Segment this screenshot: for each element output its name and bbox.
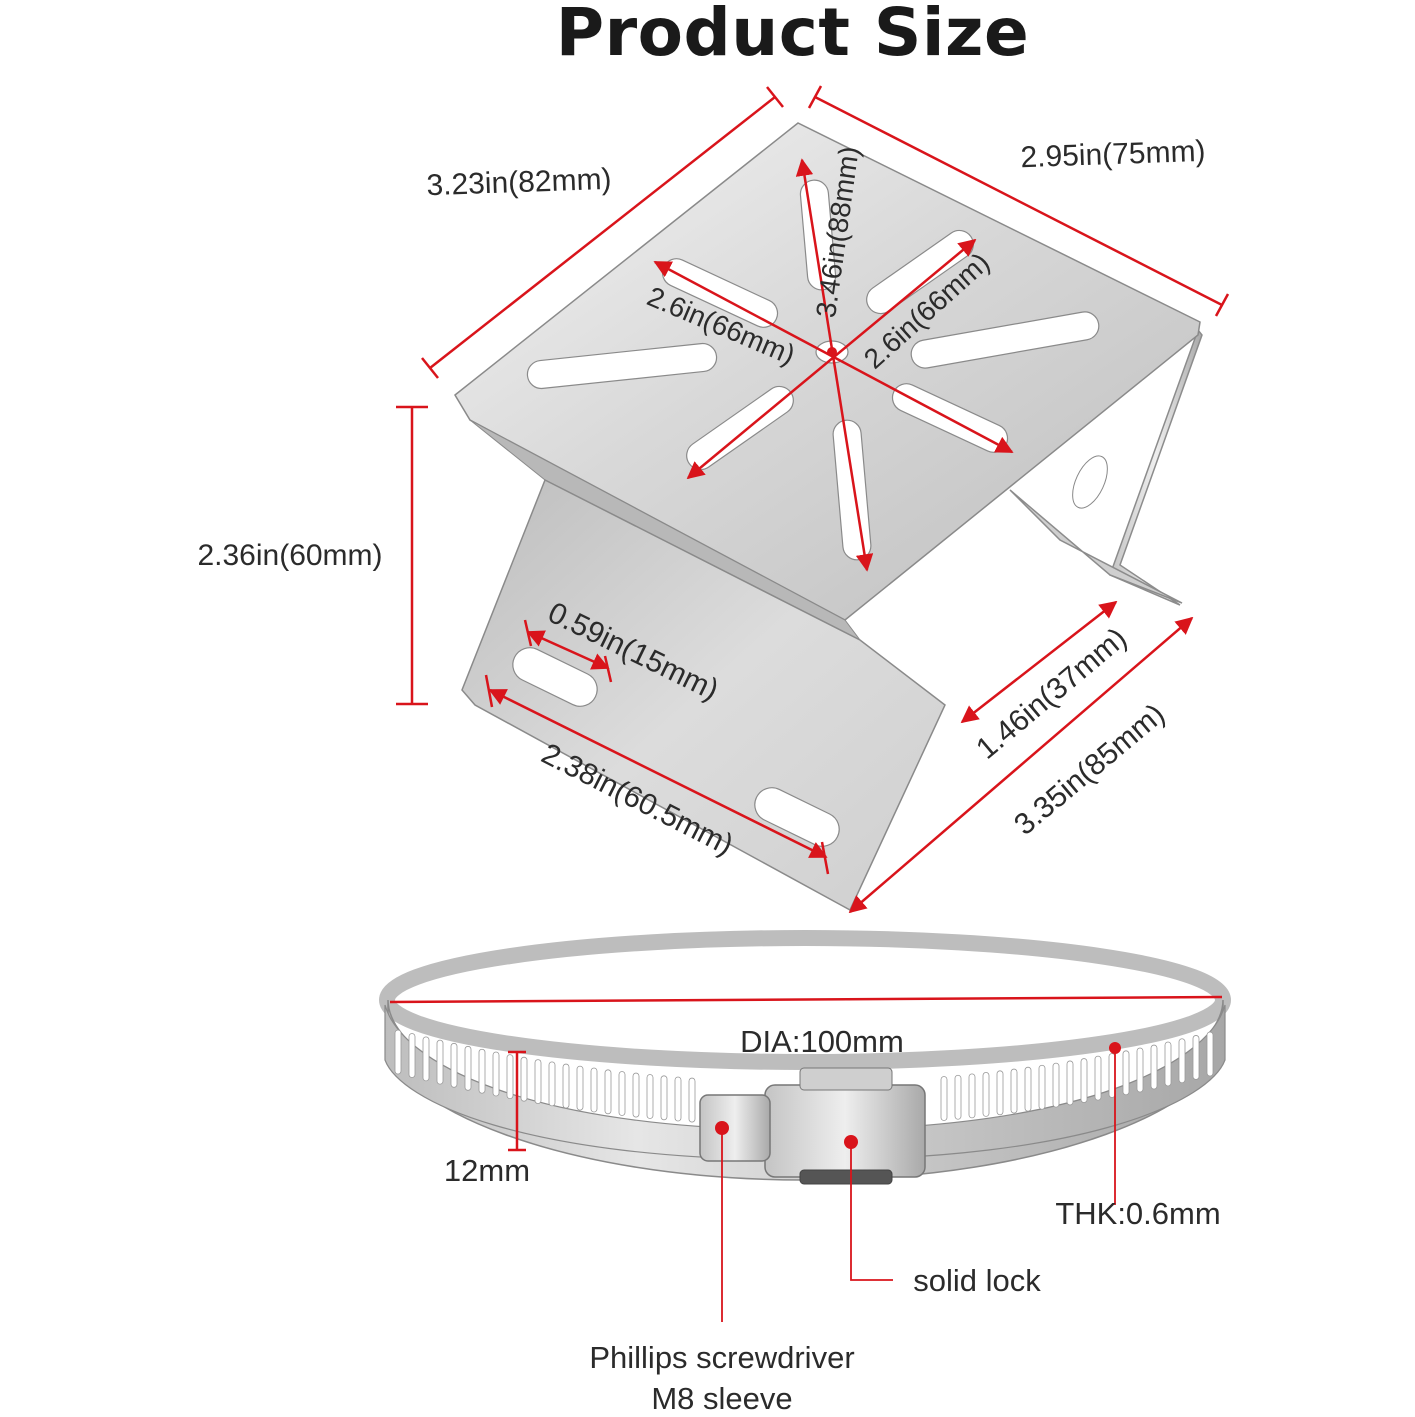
clamp-thickness: THK:0.6mm: [1055, 1196, 1221, 1231]
band-perforation: [996, 1070, 1004, 1116]
clamp-dimension-lines: [389, 995, 1223, 1322]
band-perforation: [674, 1076, 682, 1122]
band-perforation: [1038, 1064, 1046, 1110]
band-perforation: [1080, 1058, 1088, 1103]
band-perforation: [632, 1072, 640, 1118]
band-perforation: [1150, 1044, 1158, 1090]
band-perforation: [436, 1039, 444, 1085]
band-perforation: [1206, 1031, 1214, 1077]
band-perforation: [1136, 1047, 1144, 1093]
bracket-back-leg: [1109, 328, 1203, 606]
band-perforation: [492, 1051, 500, 1097]
band-perforation: [1052, 1062, 1060, 1108]
band-perforation: [548, 1061, 556, 1107]
dim-top-right-edge: 2.95in(75mm): [1019, 134, 1207, 175]
leader-dots: [715, 347, 1121, 1149]
band-perforation: [394, 1029, 402, 1075]
band-perforation: [1122, 1050, 1130, 1096]
band-perforation: [422, 1036, 430, 1082]
page-title: Product Size: [555, 0, 1030, 71]
band-perforation: [618, 1071, 626, 1116]
band-perforation: [954, 1074, 962, 1120]
band-perforation: [1066, 1060, 1074, 1106]
band-perforation: [646, 1074, 654, 1119]
band-perforation: [450, 1042, 458, 1088]
clamp-screw-line2: M8 sleeve: [651, 1381, 793, 1416]
band-perforation: [534, 1059, 542, 1104]
clamp-housing: [764, 1084, 926, 1178]
bracket-dimension-lines: [396, 85, 1230, 914]
dim-top-left-edge: 3.23in(82mm): [425, 162, 613, 203]
band-perforation: [506, 1054, 514, 1100]
band-perforation: [1178, 1038, 1186, 1084]
band-perforation: [408, 1033, 416, 1078]
clamp-band-face: [384, 1004, 1226, 1161]
band-perforation: [1164, 1041, 1172, 1087]
band-perforation: [660, 1075, 668, 1121]
clamp-screw-line1: Phillips screwdriver: [589, 1340, 855, 1375]
clamp-lock: solid lock: [913, 1263, 1041, 1298]
bracket-back-foot: [1009, 489, 1183, 604]
clamp-screw: [699, 1094, 771, 1162]
back-leg-hole: [1072, 455, 1108, 509]
dim-height: 2.36in(60mm): [197, 539, 383, 572]
hose-clamp: [379, 930, 1231, 1185]
band-perforation: [604, 1069, 612, 1115]
band-perforation: [562, 1063, 570, 1109]
clamp-band-width: 12mm: [443, 1153, 531, 1188]
clamp-housing-bottom: [799, 1169, 893, 1185]
clamp-diameter: DIA:100mm: [740, 1024, 904, 1059]
band-perforation: [478, 1048, 486, 1094]
band-perforation: [1192, 1035, 1200, 1080]
band-perforation: [940, 1076, 948, 1121]
band-perforation: [1094, 1055, 1102, 1101]
band-perforation: [464, 1045, 472, 1091]
band-perforation: [968, 1073, 976, 1119]
band-perforation: [576, 1065, 584, 1111]
clamp-perforations: [394, 1029, 1214, 1123]
band-perforation: [590, 1067, 598, 1113]
band-perforation: [1010, 1068, 1018, 1114]
clamp-housing-top: [799, 1067, 893, 1091]
band-perforation: [688, 1077, 696, 1123]
band-perforation: [1024, 1066, 1032, 1112]
band-perforation: [520, 1056, 528, 1102]
band-perforation: [982, 1072, 990, 1117]
